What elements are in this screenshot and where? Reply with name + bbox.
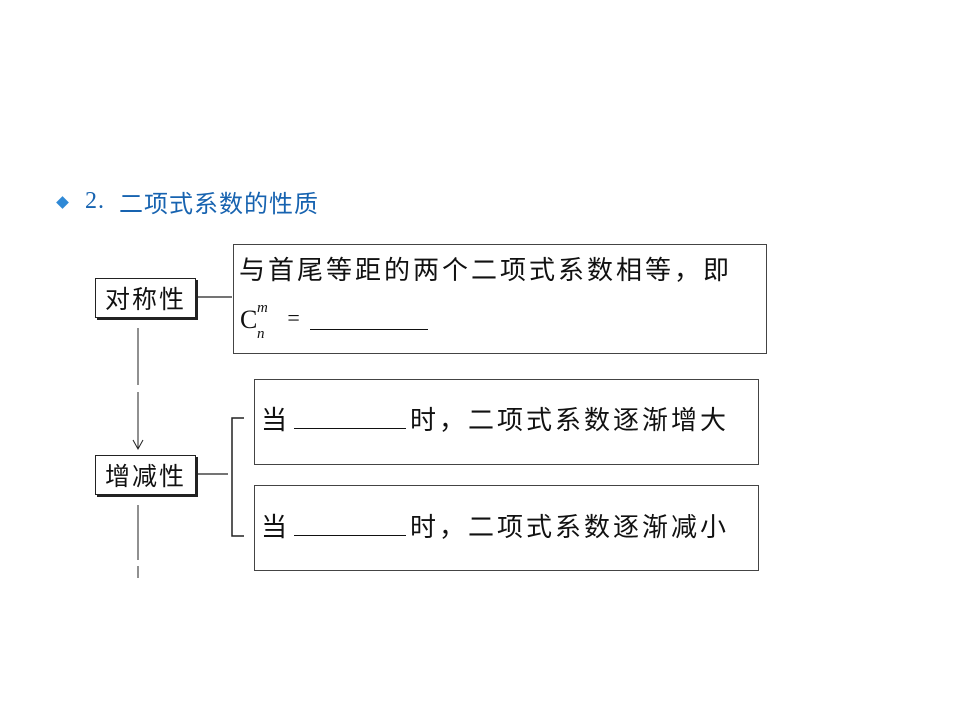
section-title: 二项式系数的性质 (119, 190, 319, 218)
section-heading: 2. 二项式系数的性质 (56, 184, 319, 219)
increase-suffix: 时，二项式系数逐渐增大 (410, 406, 730, 436)
binomial-coefficient: C m n (240, 301, 268, 342)
symmetry-label: 对称性 (104, 285, 186, 314)
answer-blank (309, 307, 428, 330)
increase-text: 当 时，二项式系数逐渐增大 (261, 408, 729, 434)
symmetry-content-box: 与首尾等距的两个二项式系数相等，即 C m n = (233, 244, 767, 354)
answer-blank (294, 410, 407, 429)
symmetry-label-box: 对称性 (95, 278, 196, 318)
decrease-prefix: 当 (261, 513, 291, 543)
decrease-content-box: 当 时，二项式系数逐渐减小 (254, 485, 759, 571)
coefficient-superscript: m (257, 300, 268, 316)
monotonic-label-box: 增减性 (95, 455, 196, 495)
section-number: 2. (85, 188, 105, 214)
symmetry-text: 与首尾等距的两个二项式系数相等，即 (239, 256, 733, 286)
answer-blank (294, 517, 407, 536)
decrease-text: 当 时，二项式系数逐渐减小 (261, 515, 729, 541)
symmetry-formula: C m n = (240, 301, 428, 342)
increase-content-box: 当 时，二项式系数逐渐增大 (254, 379, 759, 465)
coefficient-subscript: n (257, 326, 265, 342)
decrease-suffix: 时，二项式系数逐渐减小 (410, 513, 730, 543)
coefficient-base: C (240, 305, 258, 334)
monotonic-label: 增减性 (104, 462, 186, 491)
increase-prefix: 当 (261, 406, 291, 436)
equals-sign: = (287, 305, 300, 330)
